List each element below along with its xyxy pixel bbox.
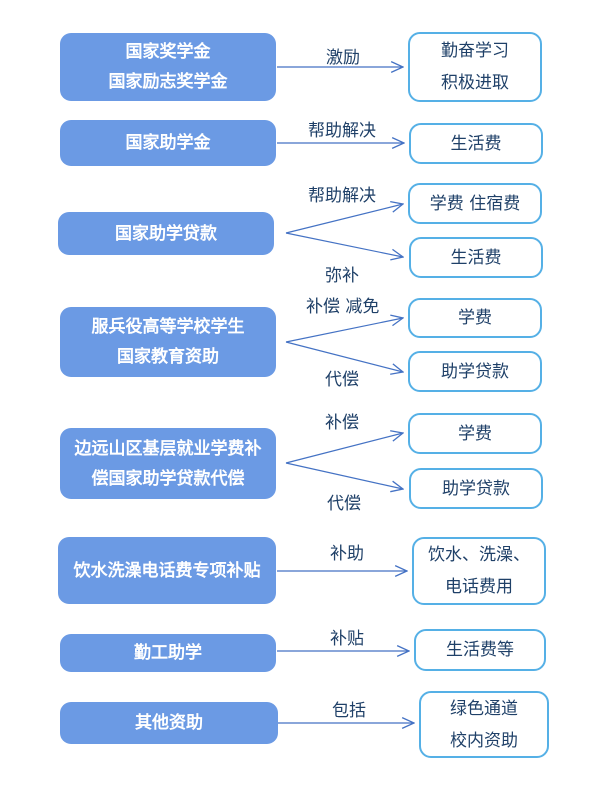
source-box-line: 国家助学贷款 [115,223,217,244]
arrow-label-row6: 补助 [330,544,364,564]
source-box-national-student-loan: 国家助学贷款 [58,212,274,255]
source-box-work-study: 勤工助学 [60,634,276,672]
source-box-line: 国家奖学金 [125,42,211,62]
target-box-green-channel: 绿色通道 校内资助 [419,691,549,758]
target-box-line: 学费 [458,423,492,444]
source-box-line: 边远山区基层就业学费补 [74,438,262,459]
arrow-row3-lower [285,232,403,257]
arrow-label-row3-lower: 弥补 [325,266,359,286]
arrow-label-row2: 帮助解决 [308,121,376,141]
target-box-line: 饮水、洗澡、 [428,545,530,565]
target-box-tuition-accommodation: 学费 住宿费 [408,183,542,224]
arrow-label-row5-upper: 补偿 [325,413,359,433]
source-box-other-aid: 其他资助 [60,702,278,744]
target-box-line: 生活费等 [446,640,514,660]
target-box-tuition-2: 学费 [408,413,542,454]
target-box-line: 学费 住宿费 [429,193,521,214]
target-box-line: 绿色通道 [450,698,518,719]
source-box-line: 勤工助学 [134,643,202,663]
source-box-line: 其他资助 [135,713,203,733]
source-box-military-service-aid: 服兵役高等学校学生 国家教育资助 [60,307,276,377]
target-box-line: 助学贷款 [442,478,510,499]
source-box-national-grant: 国家助学金 [60,120,276,166]
source-box-utility-subsidy: 饮水洗澡电话费专项补贴 [58,537,276,604]
arrow-label-row1: 激励 [326,48,360,68]
target-box-line: 校内资助 [450,730,518,751]
arrow-row4-upper [285,318,403,343]
target-box-line: 勤奋学习 [441,41,509,61]
arrow-row5-upper [285,433,403,464]
arrow-label-row4-upper: 补偿 减免 [306,297,380,317]
source-box-line: 饮水洗澡电话费专项补贴 [73,560,261,581]
target-box-line: 学费 [458,308,492,328]
source-box-line: 偿国家助学贷款代偿 [91,468,245,489]
target-box-study-hard: 勤奋学习 积极进取 [408,32,542,102]
arrow-label-row8: 包括 [332,701,366,721]
target-box-line: 生活费 [450,133,502,154]
target-box-student-loan-1: 助学贷款 [408,351,542,392]
arrow-label-row7: 补贴 [330,629,364,649]
target-box-line: 生活费 [450,247,502,268]
source-box-national-scholarship: 国家奖学金 国家励志奖学金 [60,33,276,101]
target-box-tuition-1: 学费 [408,298,542,338]
arrow-label-row4-lower: 代偿 [325,370,359,390]
target-box-line: 积极进取 [441,73,509,93]
target-box-living-expenses-2: 生活费 [409,237,543,278]
target-box-student-loan-2: 助学贷款 [409,468,543,509]
source-box-line: 服兵役高等学校学生 [91,317,245,337]
target-box-line: 电话费用 [445,577,513,597]
arrow-label-row5-lower: 代偿 [327,494,361,514]
source-box-line: 国家励志奖学金 [108,72,228,92]
target-box-line: 助学贷款 [441,361,509,382]
source-box-remote-area-compensation: 边远山区基层就业学费补 偿国家助学贷款代偿 [60,428,276,499]
arrow-row5-lower [285,462,403,489]
arrow-row3-upper [285,204,403,234]
target-box-water-bath-phone: 饮水、洗澡、 电话费用 [412,537,546,605]
arrow-label-row3-upper: 帮助解决 [308,186,376,206]
source-box-line: 国家助学金 [125,133,211,153]
source-box-line: 国家教育资助 [117,347,219,367]
target-box-living-expenses-etc: 生活费等 [414,629,546,671]
target-box-living-expenses-1: 生活费 [409,123,543,164]
